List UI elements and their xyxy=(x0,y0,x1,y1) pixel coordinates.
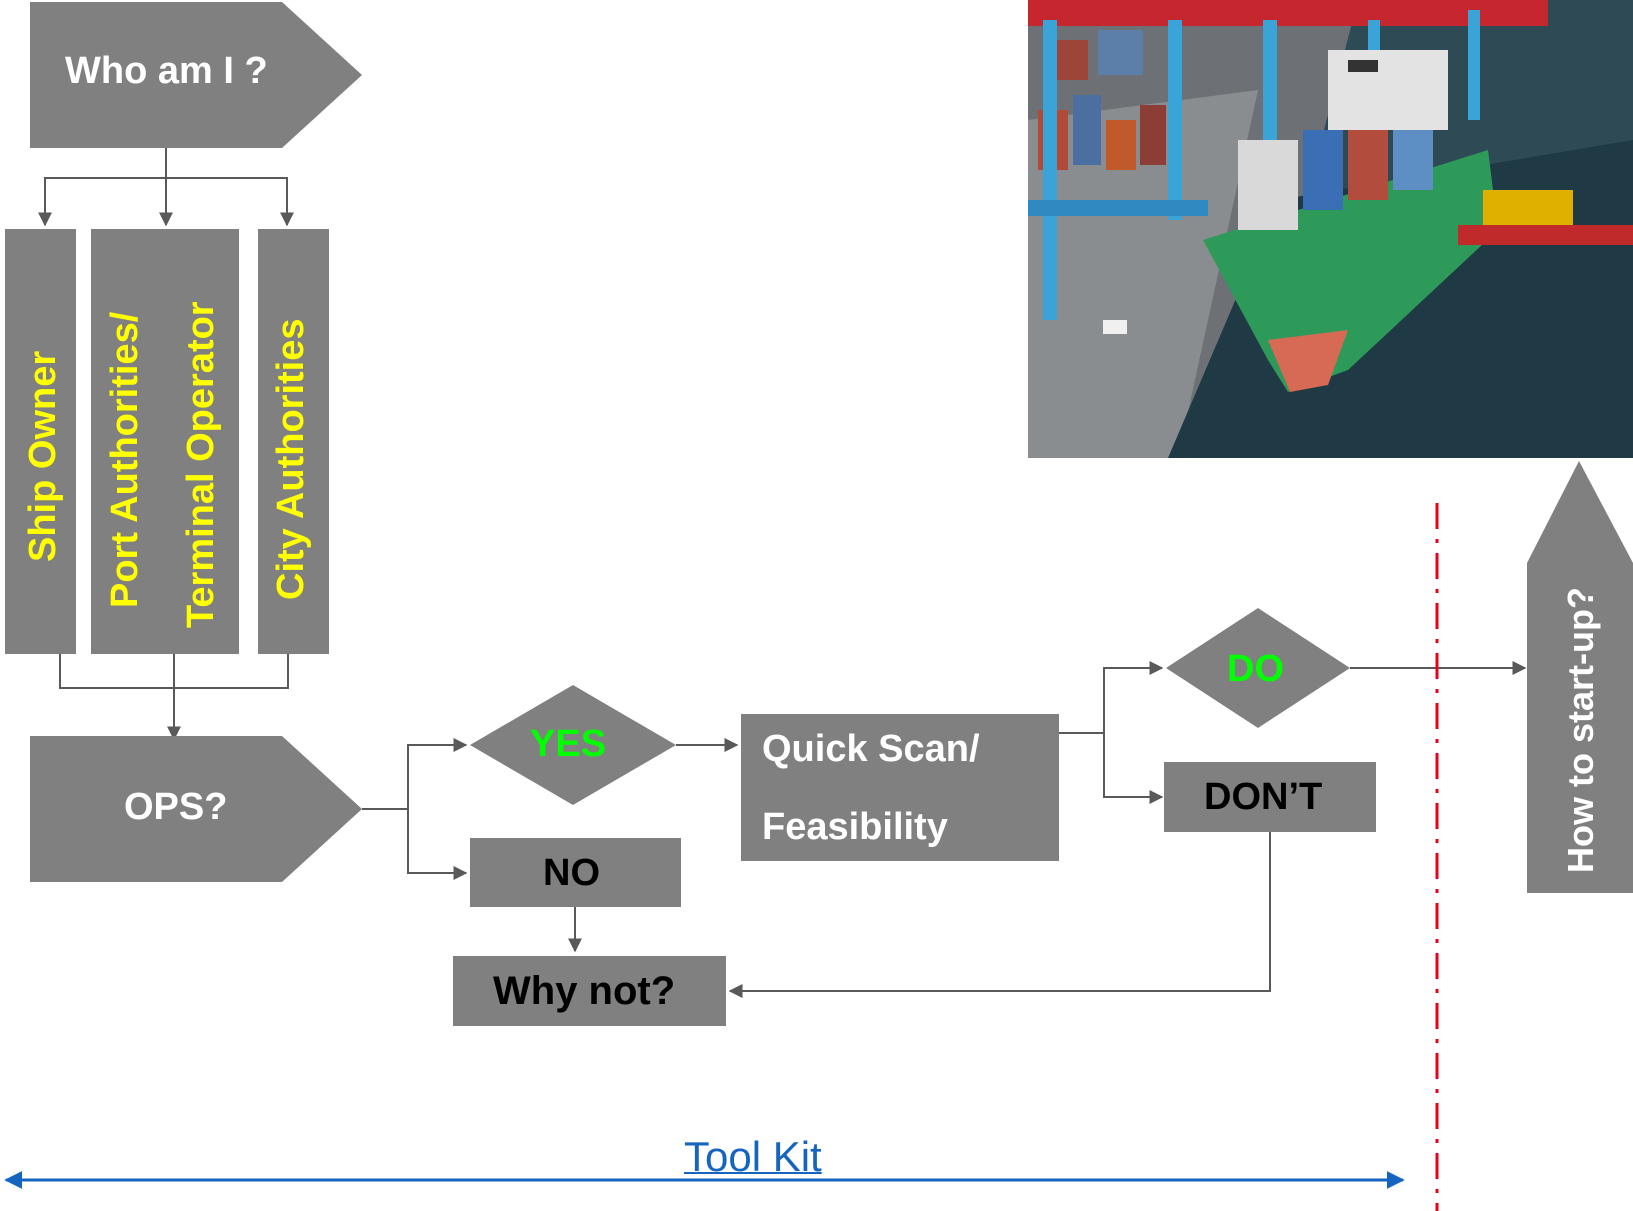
why-not-box xyxy=(453,956,726,1026)
toolkit-label: Tool Kit xyxy=(684,1133,822,1180)
dont-label: DON’T xyxy=(1204,776,1323,818)
how-to-startup-label: How to start-up? xyxy=(1560,587,1601,873)
do-label: DO xyxy=(1227,648,1284,690)
port-authorities-label: Port Authorities/ xyxy=(104,311,146,608)
container-ship-photo xyxy=(1028,0,1633,458)
no-box xyxy=(470,838,681,907)
no-label: NO xyxy=(543,852,600,894)
ship-owner-label: Ship Owner xyxy=(22,350,64,562)
dont-to-whynot-arrow xyxy=(728,832,1271,998)
yes-diamond xyxy=(470,685,676,805)
ship-owner-box xyxy=(5,229,76,654)
quick-scan-box xyxy=(741,714,1059,861)
feasibility-label: Feasibility xyxy=(762,806,948,848)
container-ship-illustration xyxy=(1028,0,1633,458)
who-am-i-label: Who am I ? xyxy=(65,50,268,92)
port-terminal-box xyxy=(91,229,239,654)
how-to-startup-shape xyxy=(1527,461,1633,893)
city-authorities-box xyxy=(258,229,329,654)
yes-label: YES xyxy=(530,723,607,765)
stakeholder-connectors xyxy=(59,654,289,741)
ops-connectors xyxy=(362,738,468,880)
dont-box xyxy=(1164,762,1376,832)
quick-scan-label: Quick Scan/ xyxy=(762,728,980,770)
terminal-operator-label: Terminal Operator xyxy=(180,301,222,628)
who-am-i-shape xyxy=(30,2,362,148)
why-not-label: Why not? xyxy=(493,969,676,1013)
quickscan-connectors xyxy=(1059,661,1164,804)
do-diamond xyxy=(1166,608,1350,728)
city-authorities-label: City Authorities xyxy=(270,318,312,601)
ops-shape xyxy=(30,736,362,882)
who-am-i-connectors xyxy=(38,148,294,227)
ops-label: OPS? xyxy=(124,786,228,828)
